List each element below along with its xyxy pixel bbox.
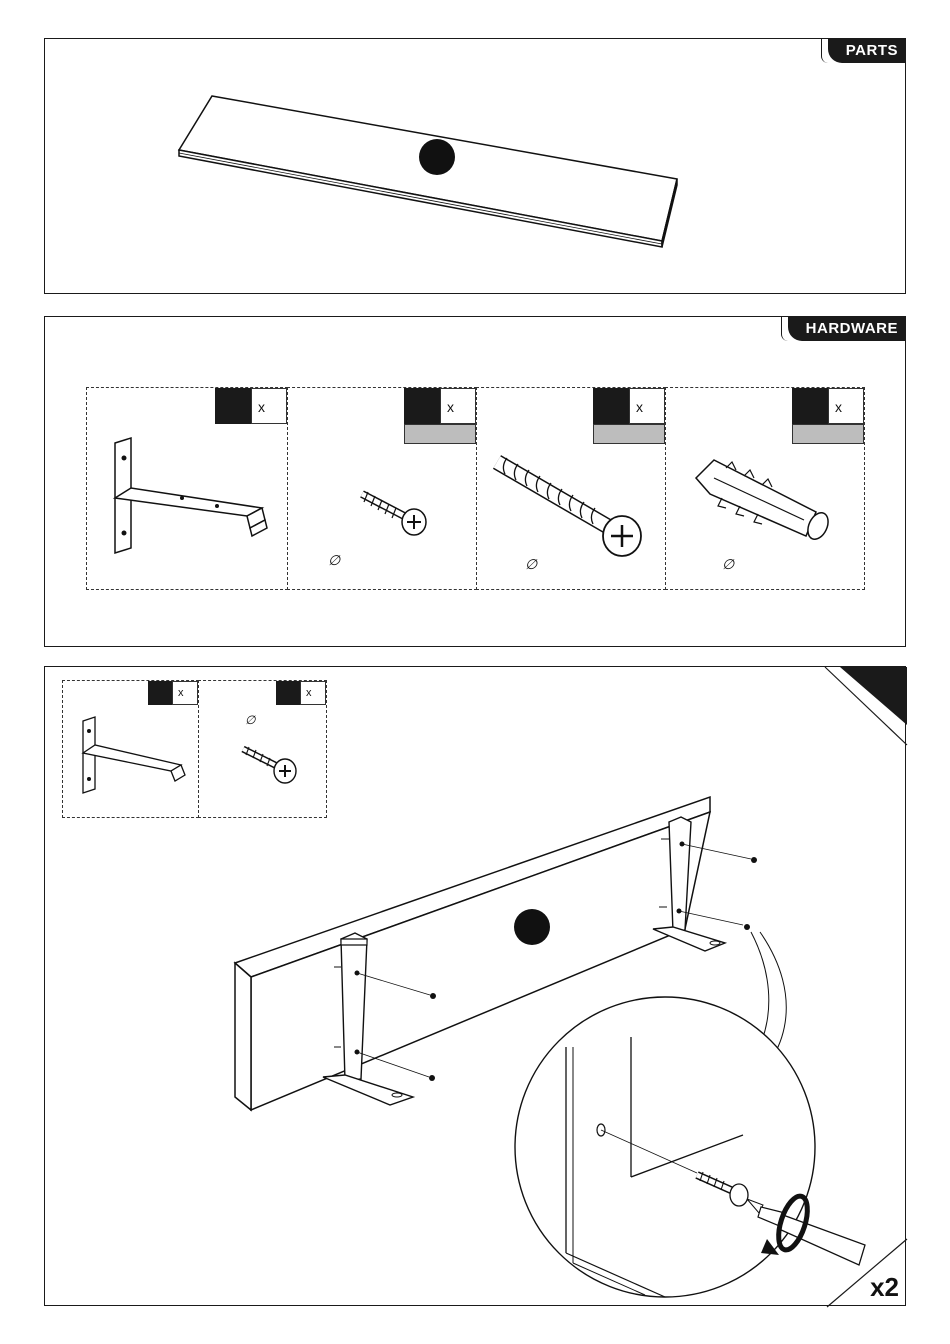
assembly-drawing <box>45 667 907 1307</box>
hardware-panel: HARDWARE x x <box>44 316 906 647</box>
hardware-item-wall-anchor: x ∅ <box>665 387 865 590</box>
step-panel: x x ∅ <box>44 666 906 1306</box>
hardware-item-small-screw: x ∅ <box>287 387 477 590</box>
diameter-symbol: ∅ <box>722 556 734 573</box>
wall-anchor-icon <box>666 388 866 591</box>
hardware-tab: HARDWARE <box>788 316 906 341</box>
part-marker-dot <box>419 139 455 175</box>
part-marker-dot <box>514 909 550 945</box>
small-screw-icon <box>288 388 478 591</box>
bracket-icon <box>87 388 289 591</box>
shelf-board-drawing <box>45 39 907 295</box>
hardware-item-long-screw: x ∅ <box>476 387 666 590</box>
repeat-count-label: x2 <box>870 1272 899 1303</box>
diameter-symbol: ∅ <box>328 552 340 569</box>
hardware-item-bracket: x <box>86 387 288 590</box>
parts-panel: PARTS <box>44 38 906 294</box>
diameter-symbol: ∅ <box>525 556 537 573</box>
long-screw-icon <box>477 388 667 591</box>
